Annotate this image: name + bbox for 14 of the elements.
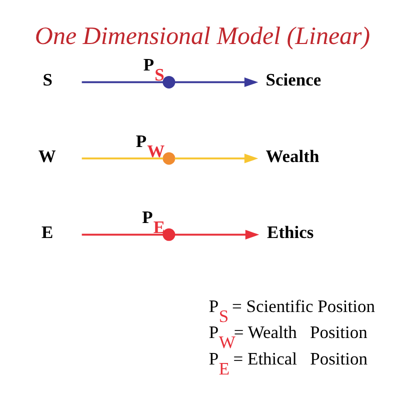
connector: [81, 158, 163, 160]
connector: [81, 234, 163, 236]
arrow: [174, 77, 258, 88]
node-circle: [162, 76, 175, 88]
node-text: Wealth: [265, 146, 319, 166]
arrow: [174, 154, 258, 164]
connector: [81, 81, 163, 84]
node-text: E: [40, 222, 53, 242]
node-text: Science: [265, 70, 321, 90]
node-text: S: [42, 70, 52, 90]
arrow: [174, 230, 259, 240]
node-text: Ethics: [266, 222, 314, 242]
diagram-title: One Dimensional Model (Linear): [34, 23, 370, 50]
node-text: W: [38, 146, 56, 166]
